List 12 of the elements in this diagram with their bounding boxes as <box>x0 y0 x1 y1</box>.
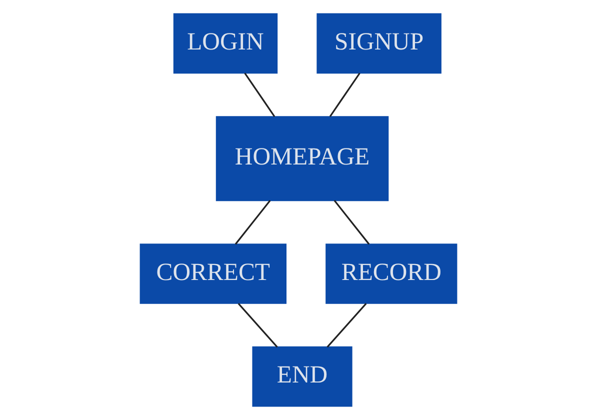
node-box: LOGIN <box>173 13 278 74</box>
connector <box>238 302 278 348</box>
connector <box>329 72 360 117</box>
node-box: SIGNUP <box>316 13 442 74</box>
connector <box>234 200 271 245</box>
connector <box>334 200 370 245</box>
node-box: CORRECT <box>140 244 286 304</box>
node-box: RECORD <box>326 244 458 304</box>
connector <box>326 302 367 348</box>
node-box: HOMEPAGE <box>216 116 389 202</box>
connector <box>244 72 276 117</box>
node-box: END <box>252 346 352 407</box>
